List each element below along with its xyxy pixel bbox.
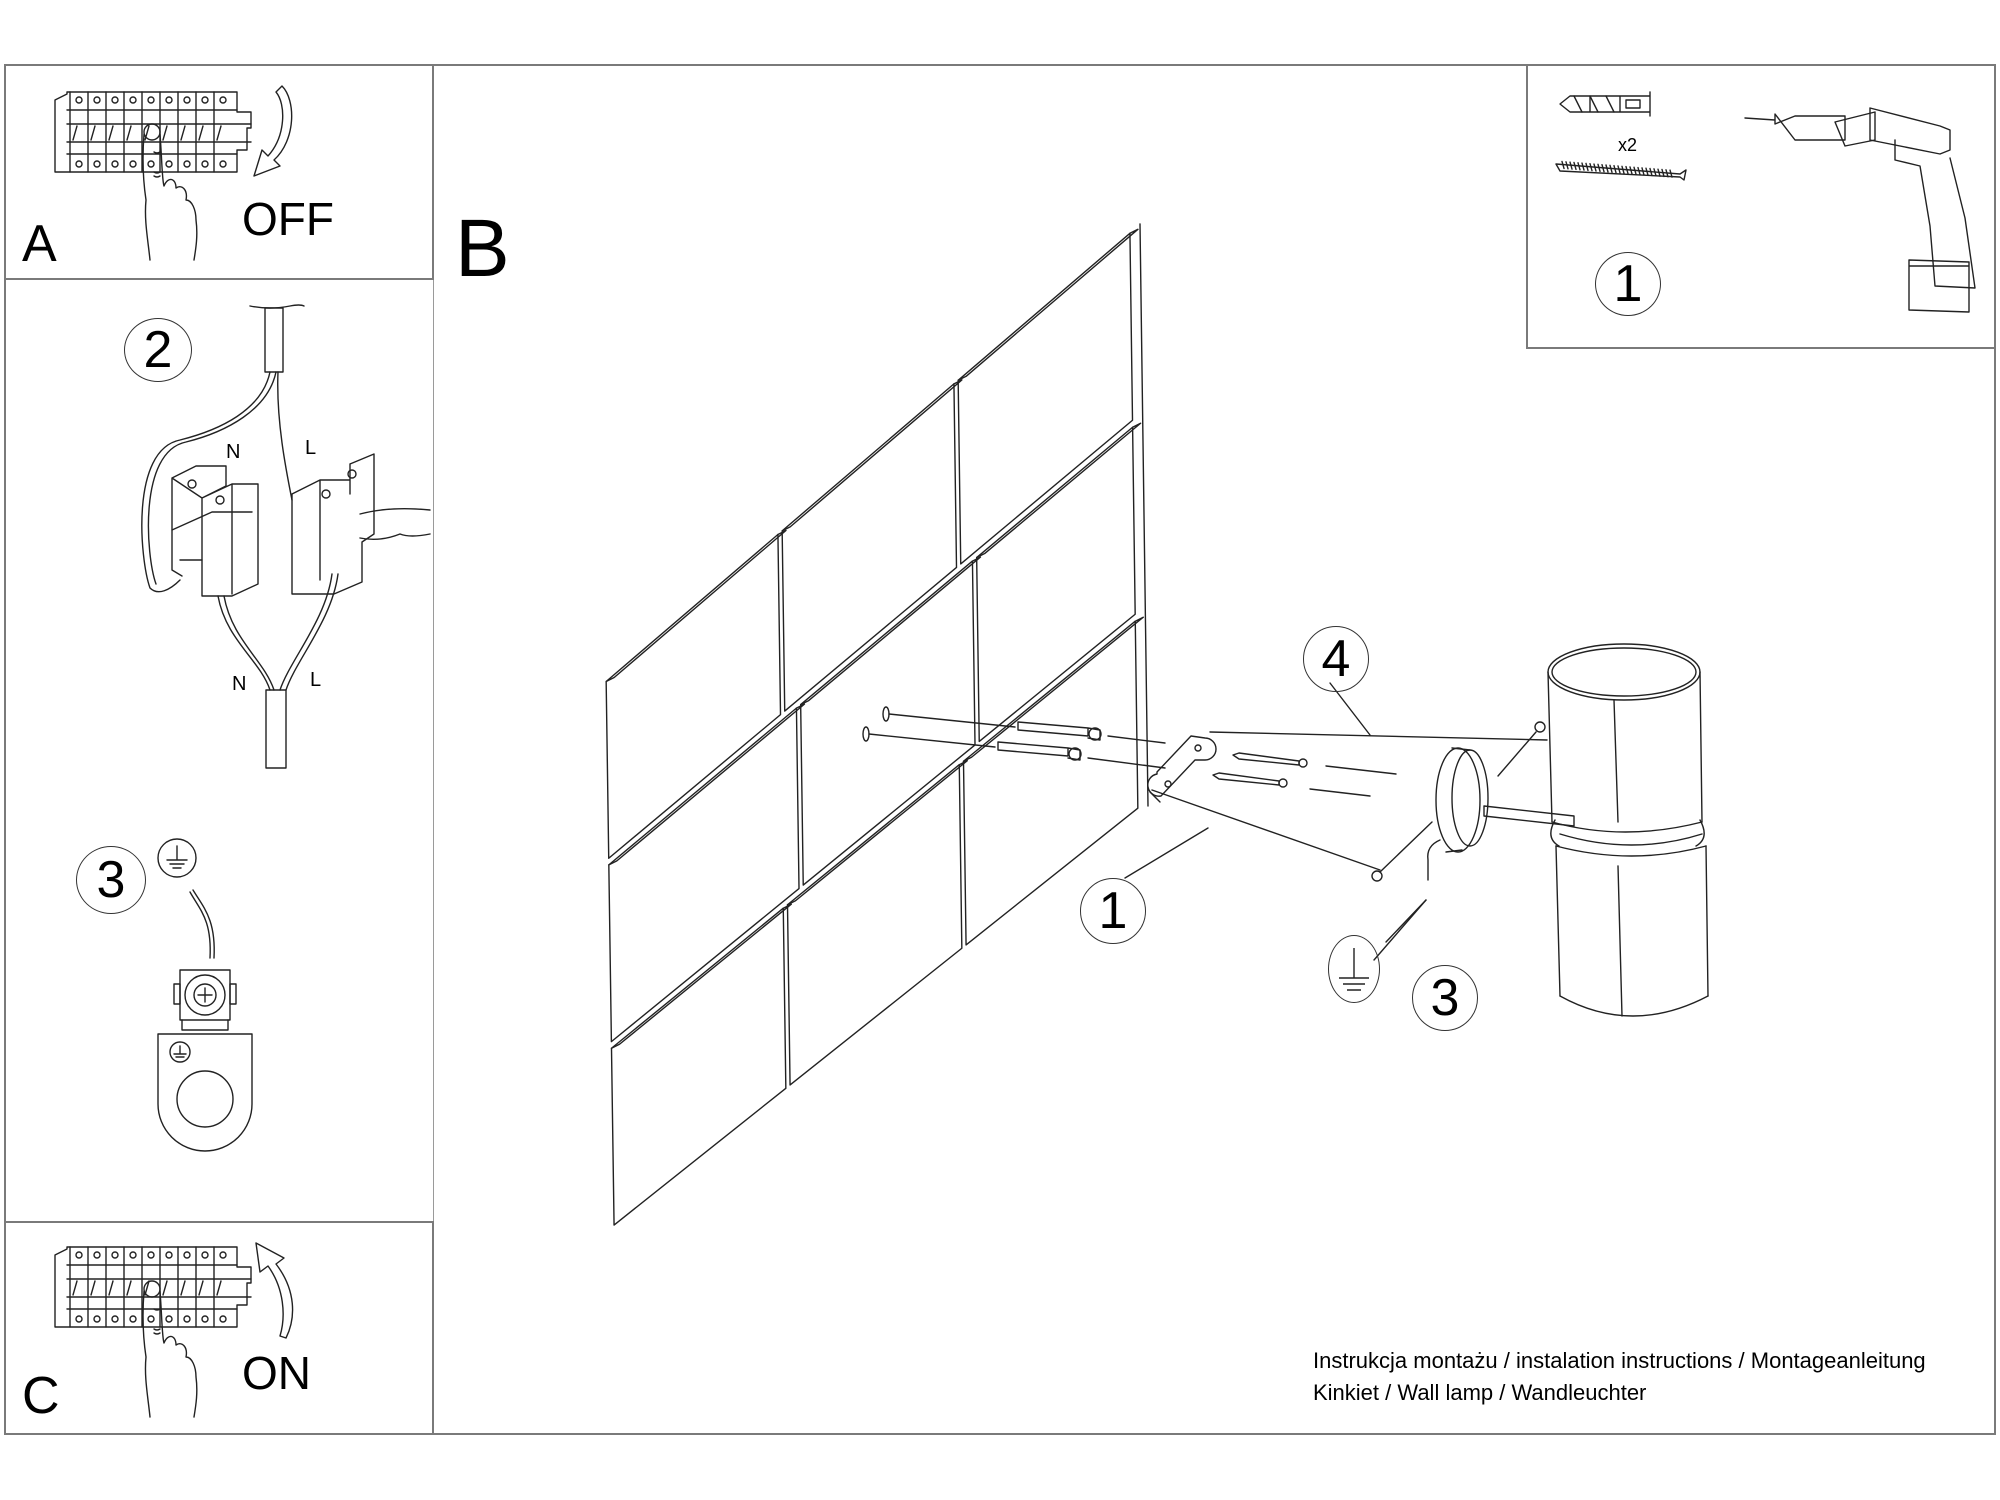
panel-c-letter: C (22, 1367, 60, 1425)
step-1-number: 1 (1613, 255, 1643, 313)
step-1-badge: 1 (1595, 252, 1661, 316)
curved-arrow-down-icon (253, 85, 293, 177)
wall-plug-icon (1559, 91, 1651, 117)
panel-a-letter: A (22, 215, 57, 273)
panel-a-frame (4, 64, 434, 280)
tools-panel-frame (1526, 64, 1996, 349)
breaker-panel-icon (54, 1246, 252, 1328)
panel-c-frame (4, 1221, 434, 1435)
ground-terminal-illustration (157, 889, 253, 1152)
callout-bracket-number: 1 (1098, 882, 1128, 940)
panel-b-letter: B (455, 203, 510, 294)
ground-symbol-icon (157, 838, 197, 878)
wire-label-l-top: L (305, 437, 317, 459)
step-3-badge: 3 (76, 846, 146, 914)
callout-ground-badge: 3 (1412, 965, 1478, 1031)
step-3-number: 3 (96, 851, 126, 909)
wall-tile (962, 620, 1139, 946)
wall-tiles-illustration (605, 223, 1149, 1226)
panel-c-state-label: ON (242, 1347, 311, 1399)
screw-icon (1555, 160, 1687, 181)
step-2-number: 2 (143, 321, 173, 379)
wire-label-n-bottom: N (232, 673, 247, 695)
callout-fixing-number: 4 (1321, 630, 1351, 688)
bracket-screws (1212, 752, 1397, 797)
lamp-base (1371, 721, 1575, 943)
callout-fixing-badge: 4 (1303, 626, 1369, 692)
wire-label-n-top: N (226, 441, 241, 463)
lamp-shade-cylinders (1547, 643, 1709, 1017)
wall-tile (605, 533, 782, 859)
footer-title-line-2: Kinkiet / Wall lamp / Wandleuchter (1313, 1380, 1647, 1405)
wall-tile (781, 383, 958, 712)
fixings-quantity: x2 (1618, 135, 1638, 155)
wall-plugs-and-screws (862, 706, 1166, 769)
hand-pressing-icon (142, 123, 198, 261)
callout-bracket-badge: 1 (1080, 878, 1146, 944)
wall-tile (610, 907, 787, 1226)
left-column-divider (4, 64, 434, 1435)
callout-leaders (1124, 682, 1427, 961)
wall-tile (975, 426, 1136, 743)
hand-pressing-icon (142, 1280, 198, 1418)
ground-symbol-icon (1339, 948, 1369, 991)
page-frame (4, 64, 1996, 1435)
curved-arrow-up-icon (255, 1242, 294, 1339)
drill-icon (1744, 107, 1976, 313)
ground-symbol-callout (1328, 935, 1380, 1003)
breaker-panel-icon (54, 91, 252, 173)
wall-tile (799, 560, 976, 886)
mounting-bracket (1147, 731, 1548, 871)
wall-tile (786, 764, 963, 1086)
wall-tile (608, 707, 800, 1043)
wall-tile (957, 232, 1134, 565)
step-2-badge: 2 (124, 318, 192, 382)
wiring-connectors-illustration (141, 304, 431, 769)
wire-label-l-bottom: L (310, 669, 322, 691)
panel-a-state-label: OFF (242, 193, 334, 245)
callout-ground-number: 3 (1430, 969, 1460, 1027)
footer-title-line-1: Instrukcja montażu / instalation instruc… (1313, 1348, 1926, 1373)
